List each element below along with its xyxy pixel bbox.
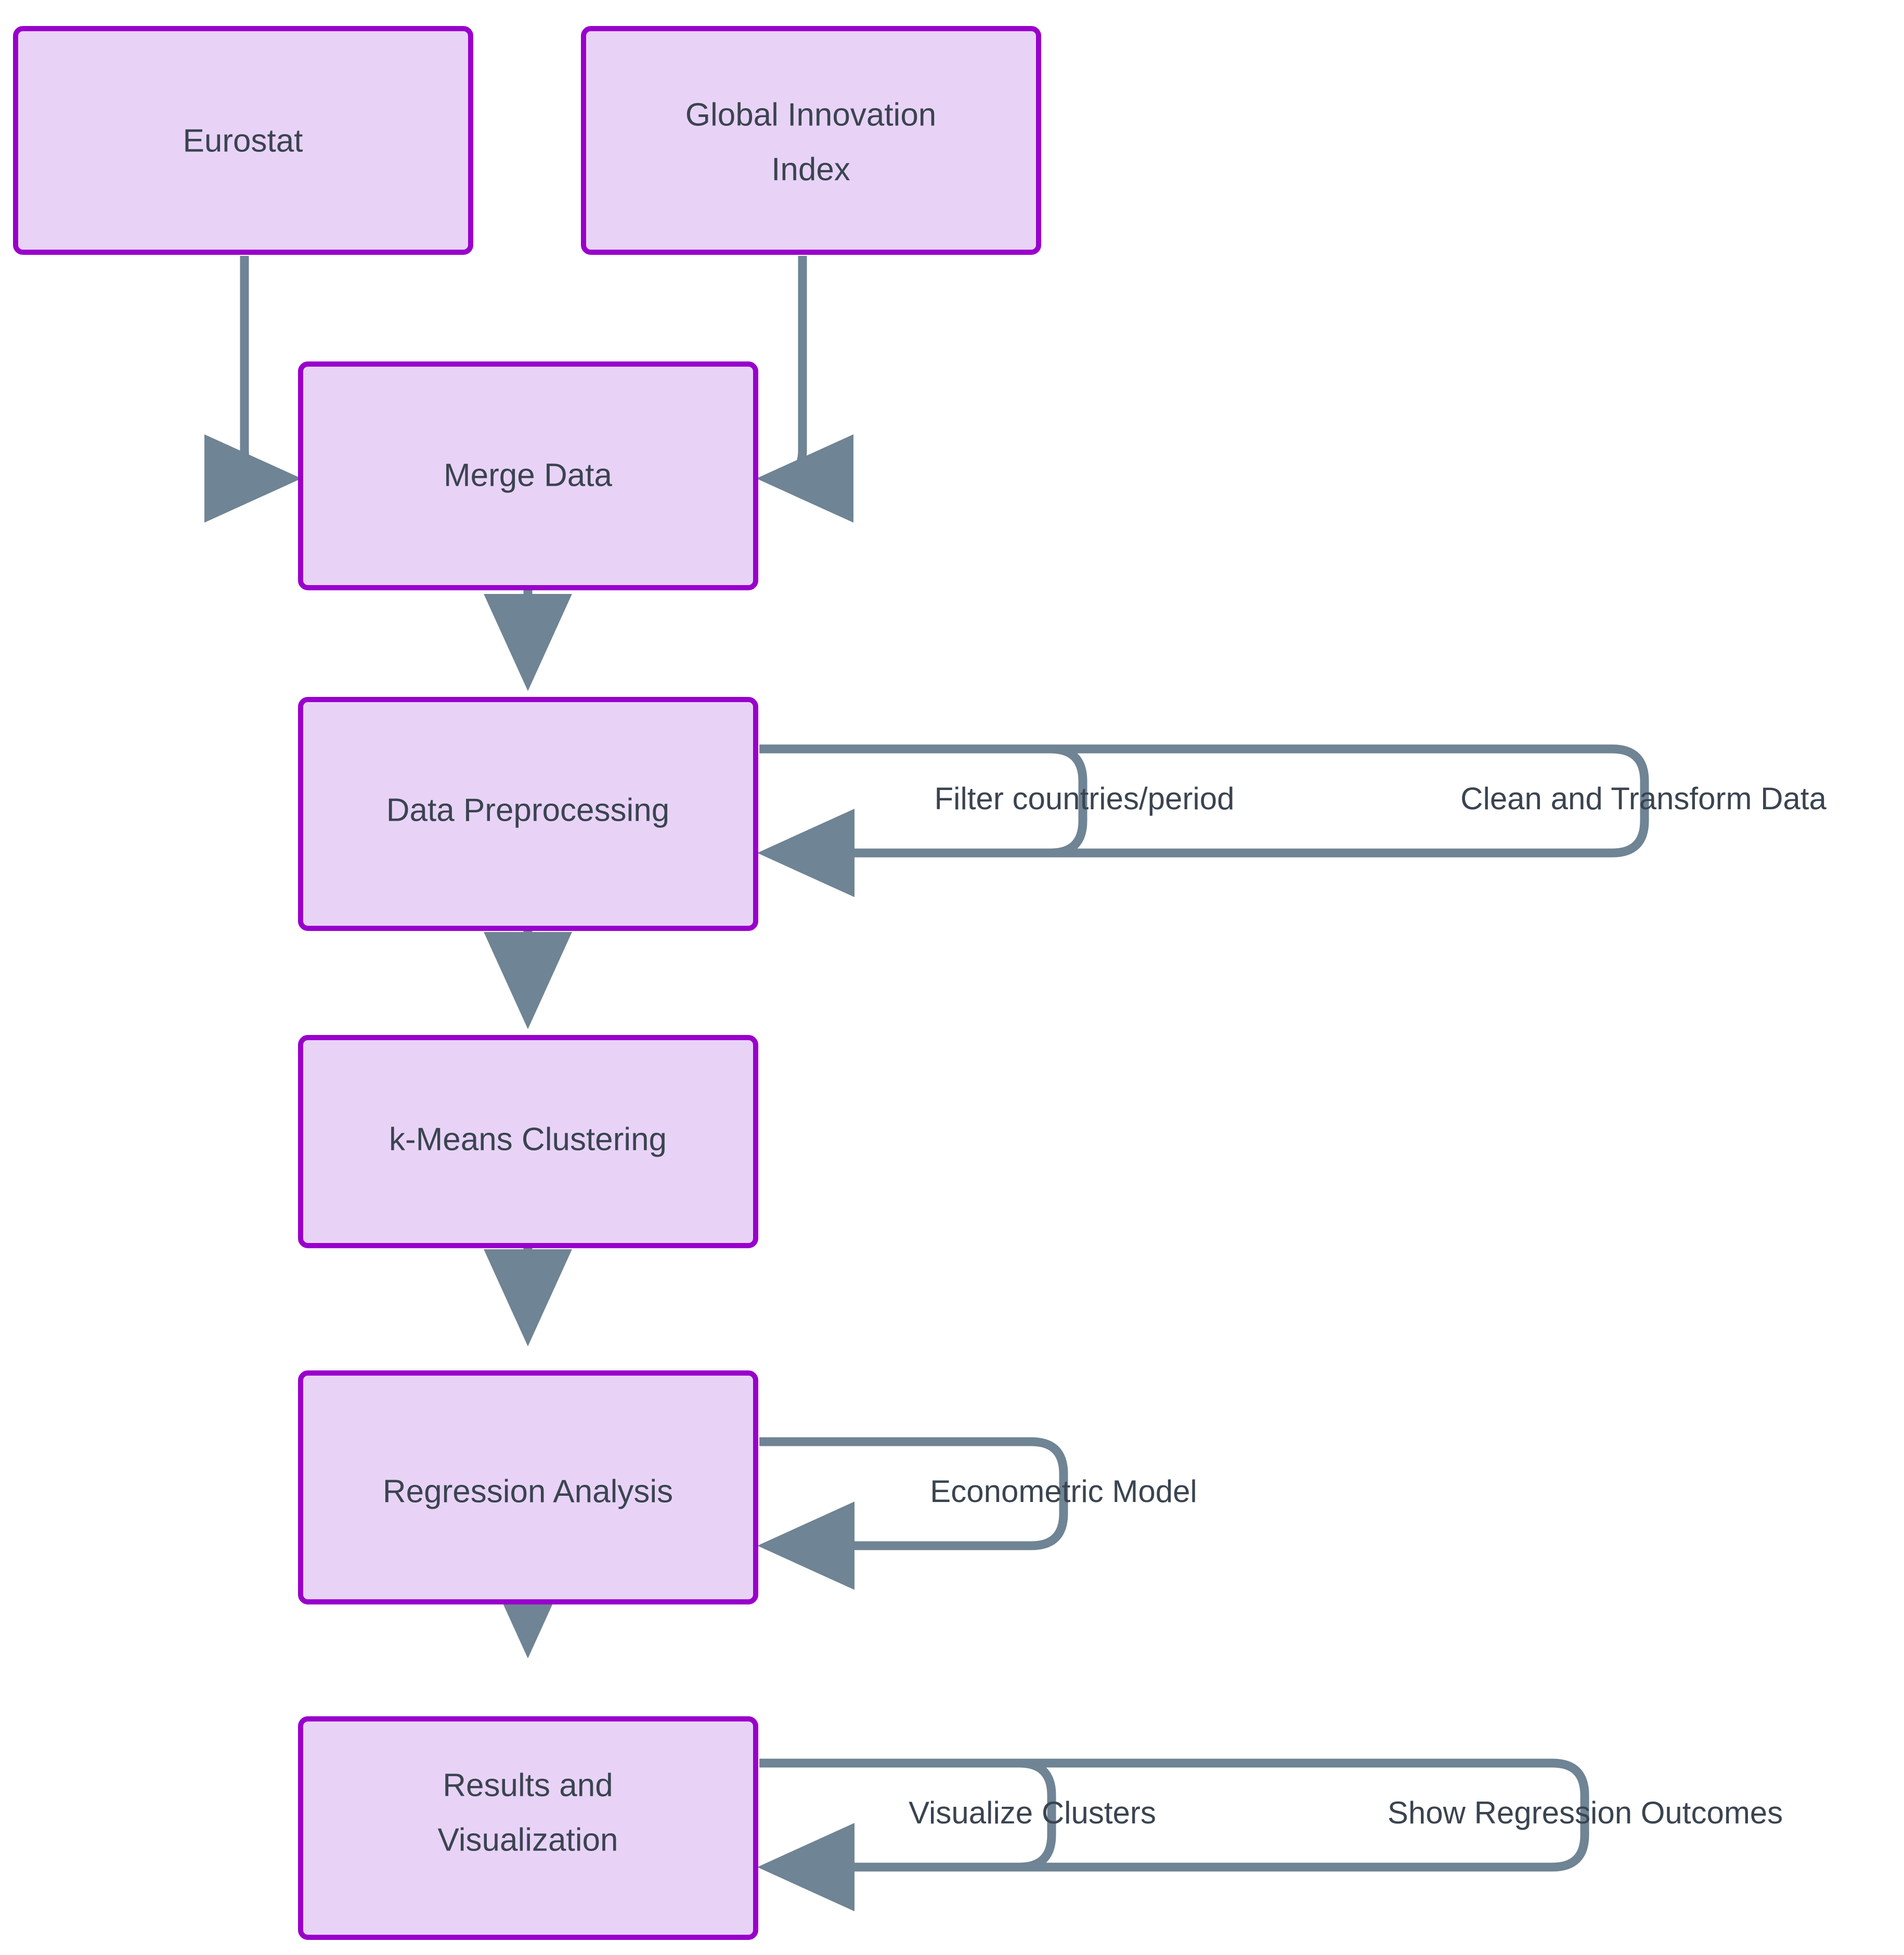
edge-self-loop-econometric-model xyxy=(757,1437,1068,1590)
edge-self-loop-clean-and-transform-data xyxy=(757,744,1649,897)
node-kmeans-clustering-label: k-Means Clustering xyxy=(389,1121,667,1157)
node-kmeans-clustering-box[interactable] xyxy=(298,1035,758,1248)
node-global-innovation-index[interactable]: Global Innovation Index xyxy=(581,26,1041,255)
node-regression-analysis-label: Regression Analysis xyxy=(383,1473,673,1509)
edge-label-econometric-model: Econometric Model xyxy=(930,1474,1197,1509)
edge-label-visualize-clusters: Visualize Clusters xyxy=(909,1795,1156,1830)
node-data-preprocessing-label: Data Preprocessing xyxy=(386,792,670,828)
node-data-preprocessing-box[interactable] xyxy=(298,697,758,931)
node-data-preprocessing[interactable]: Data Preprocessing xyxy=(298,697,758,931)
node-global-innovation-index-box[interactable] xyxy=(581,26,1041,255)
node-eurostat[interactable]: Eurostat xyxy=(13,26,473,255)
node-global-innovation-index-label-line1: Global Innovation xyxy=(685,97,937,133)
node-global-innovation-index-label-line2: Index xyxy=(771,151,850,187)
node-results-visualization-box[interactable] xyxy=(298,1716,758,1940)
node-merge-data[interactable]: Merge Data xyxy=(298,361,758,590)
edge-label-filter-countries-period: Filter countries/period xyxy=(935,781,1235,816)
node-kmeans-clustering[interactable]: k-Means Clustering xyxy=(298,1035,758,1248)
node-results-visualization[interactable]: Results and Visualization xyxy=(298,1716,758,1940)
edge-label-clean-and-transform-data: Clean and Transform Data xyxy=(1460,781,1827,816)
edge-self-loop-show-regression-outcomes xyxy=(757,1758,1589,1911)
node-eurostat-label: Eurostat xyxy=(183,123,303,159)
node-merge-data-label: Merge Data xyxy=(444,457,612,493)
node-merge-data-box[interactable] xyxy=(298,361,758,590)
edge-eurostat-to-merge-data xyxy=(204,256,302,523)
node-results-visualization-label-line1: Results and xyxy=(443,1767,613,1803)
edge-label-show-regression-outcomes: Show Regression Outcomes xyxy=(1388,1795,1783,1830)
node-eurostat-box[interactable] xyxy=(13,26,473,255)
node-results-visualization-label-line2: Visualization xyxy=(438,1822,618,1858)
edge-gii-to-merge-data xyxy=(756,256,854,523)
node-regression-analysis-box[interactable] xyxy=(298,1370,758,1604)
node-regression-analysis[interactable]: Regression Analysis xyxy=(298,1370,758,1604)
